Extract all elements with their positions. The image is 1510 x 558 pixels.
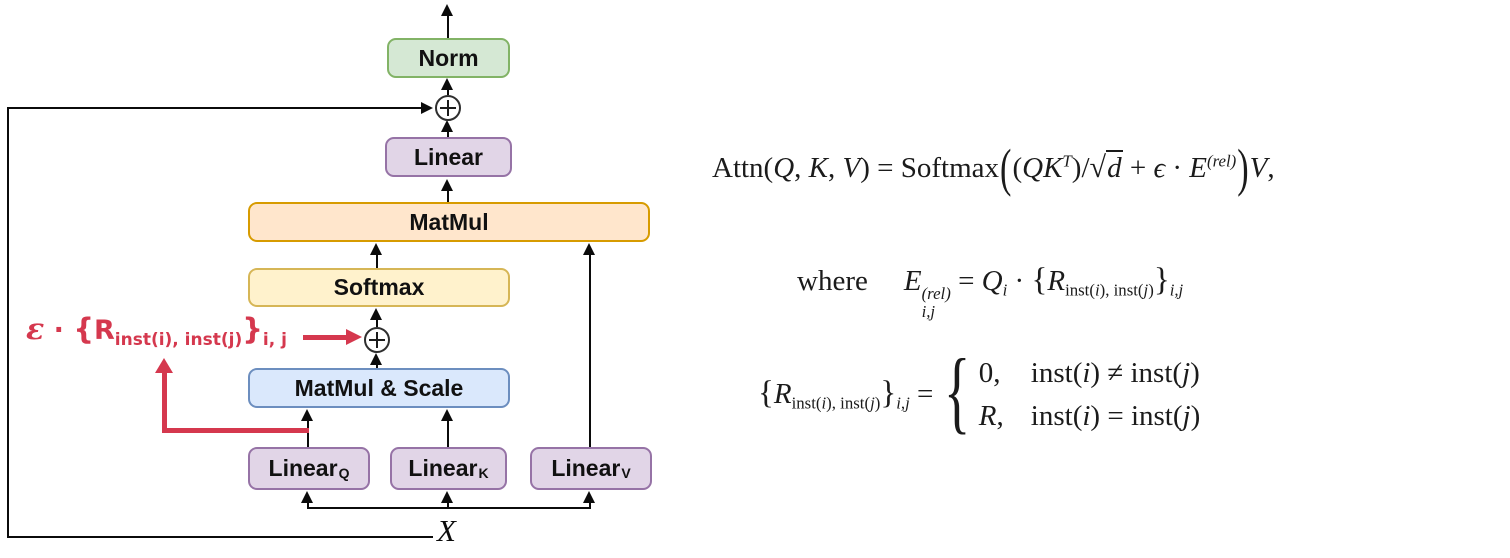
cases-row-1-condition: inst(i) ≠ inst(j) [1030, 356, 1200, 389]
input-x-label: X [437, 513, 456, 548]
arrow-line-k-to-scale [447, 420, 449, 447]
arrowhead-matmul-to-linear [441, 179, 453, 191]
residual-line-left [7, 107, 9, 538]
arrowhead-k-to-scale [441, 409, 453, 421]
arrowhead-output [441, 4, 453, 16]
red-arrowhead-to-annotation [155, 358, 173, 373]
cases-row-1-value: 0, [978, 356, 1001, 389]
linear-k-label: Linear [408, 455, 478, 481]
cases-row-2: R, inst(i) = inst(j) [979, 399, 1200, 433]
red-arrowhead-to-add2 [346, 329, 362, 345]
equation-where-body: = Qi · {Rinst(i), inst(j)}i,j [950, 262, 1184, 300]
norm-box: Norm [387, 38, 510, 78]
cases-row-2-value: R, [978, 399, 1004, 432]
e-rel-supsub: (rel)i,j [922, 285, 951, 320]
arrow-line-scale-to-add2 [376, 363, 378, 368]
arrow-line-input-to-k [447, 500, 449, 508]
linear-out-label: Linear [413, 143, 484, 170]
linear-q-subscript: Q [338, 465, 350, 481]
add-node-residual [435, 95, 461, 121]
relative-bias-annotation: ε · {Rinst(i), inst(j)}i, j [26, 312, 287, 350]
arrowhead-input-to-q [301, 491, 313, 503]
equation-cases: {Rinst(i), inst(j)}i,j = {0, inst(i) ≠ in… [758, 340, 1200, 442]
linear-v-label: Linear [551, 455, 621, 481]
arrowhead-add-to-norm [441, 78, 453, 90]
plus-icon [446, 100, 450, 116]
arrowhead-residual [421, 102, 433, 114]
linear-v-subscript: V [621, 465, 631, 481]
equation-attention-body: Attn(Q, K, V) = Softmax((QKT)/√d + ϵ · E… [712, 140, 1275, 198]
add-node-relative-bias [364, 327, 390, 353]
arrow-line-matmul-to-linear [447, 191, 449, 202]
matmul-box: MatMul [248, 202, 650, 242]
arrow-line-input-to-v [589, 500, 591, 508]
arrow-line-softmax-to-matmul [376, 253, 378, 268]
equation-attention: Attn(Q, K, V) = Softmax((QKT)/√d + ϵ · E… [712, 140, 1275, 198]
e-rel-base: E [903, 265, 922, 297]
equation-where: where E(rel)i,j = Qi · {Rinst(i), inst(j)… [797, 262, 1183, 321]
softmax-box: Softmax [248, 268, 510, 307]
where-keyword: where [797, 265, 868, 297]
matmul-label: MatMul [409, 208, 489, 235]
arrow-line-add-to-norm [447, 87, 449, 95]
red-arrow-line-to-add2 [303, 335, 347, 340]
plus-icon [375, 332, 379, 348]
e-rel-subscript: i,j [921, 301, 936, 321]
residual-line-bottom [7, 536, 433, 538]
matmul-scale-box: MatMul & Scale [248, 368, 510, 408]
arrowhead-linear-to-add [441, 120, 453, 132]
arrow-line-q-to-scale [307, 420, 309, 447]
arrow-line-linear-to-add [447, 130, 449, 137]
arrow-line-v-to-matmul [589, 254, 591, 447]
red-elbow-line-horizontal [162, 428, 309, 433]
arrowhead-scale-to-add2 [370, 353, 382, 365]
cases-row-1: 0, inst(i) ≠ inst(j) [979, 356, 1200, 390]
arrowhead-input-to-v [583, 491, 595, 503]
cases-brace: { [943, 340, 970, 442]
matmul-scale-label: MatMul & Scale [294, 374, 464, 401]
softmax-label: Softmax [333, 274, 425, 300]
linear-k-subscript: K [478, 465, 489, 481]
arrowhead-softmax-to-matmul [370, 243, 382, 255]
cases-row-2-condition: inst(i) = inst(j) [1030, 399, 1201, 432]
linear-q-label: Linear [268, 455, 338, 481]
arrowhead-input-to-k [441, 491, 453, 503]
arrow-line-add2-to-softmax [376, 317, 378, 327]
linear-out-box: Linear [385, 137, 512, 177]
red-elbow-line-vertical [162, 372, 167, 433]
arrow-line-output [447, 15, 449, 38]
arrowhead-add2-to-softmax [370, 308, 382, 320]
cases-rows: 0, inst(i) ≠ inst(j) R, inst(i) = inst(j) [979, 356, 1200, 433]
arrowhead-q-to-scale [301, 409, 313, 421]
norm-label: Norm [418, 44, 479, 71]
input-branch-line [307, 507, 591, 509]
arrowhead-v-to-matmul [583, 243, 595, 255]
residual-line-top [8, 107, 421, 109]
arrow-line-input-to-q [307, 500, 309, 508]
cases-lhs: {Rinst(i), inst(j)}i,j = [758, 374, 941, 413]
e-rel-superscript: (rel) [921, 284, 951, 304]
